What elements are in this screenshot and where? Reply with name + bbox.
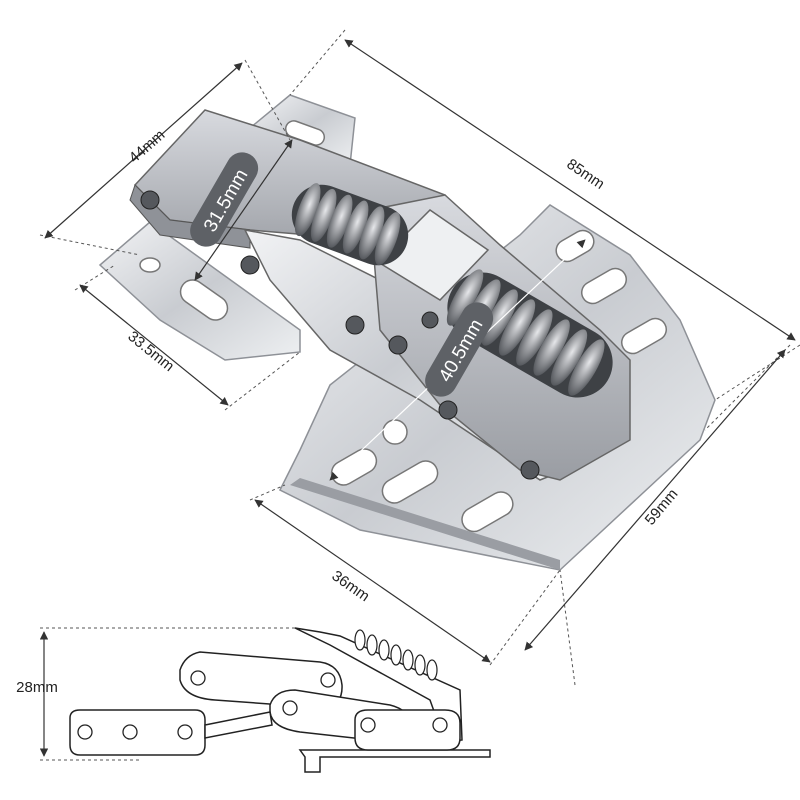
dimension-line-44mm bbox=[44, 62, 243, 239]
plate-hole bbox=[139, 257, 161, 273]
plate-hole bbox=[382, 419, 408, 445]
label-33-5mm: 33.5mm bbox=[124, 328, 177, 375]
hinge-side-view bbox=[69, 627, 491, 773]
hinge-illustration bbox=[98, 94, 716, 571]
label-85mm: 85mm bbox=[563, 156, 607, 193]
dimension-line-59mm bbox=[524, 349, 786, 651]
label-36mm: 36mm bbox=[329, 567, 373, 605]
side-spring bbox=[354, 629, 438, 681]
label-28mm: 28mm bbox=[16, 679, 58, 696]
side-link-right bbox=[354, 709, 461, 751]
dimension-line-85mm bbox=[344, 39, 796, 341]
dimension-line-36mm bbox=[254, 499, 491, 663]
dimension-lines bbox=[39, 29, 800, 761]
side-base-plate bbox=[298, 749, 491, 773]
dimension-line-31-5mm bbox=[194, 139, 293, 281]
side-pivots bbox=[77, 670, 448, 740]
side-strut bbox=[204, 711, 273, 739]
dimension-line-33-5mm bbox=[79, 284, 229, 406]
